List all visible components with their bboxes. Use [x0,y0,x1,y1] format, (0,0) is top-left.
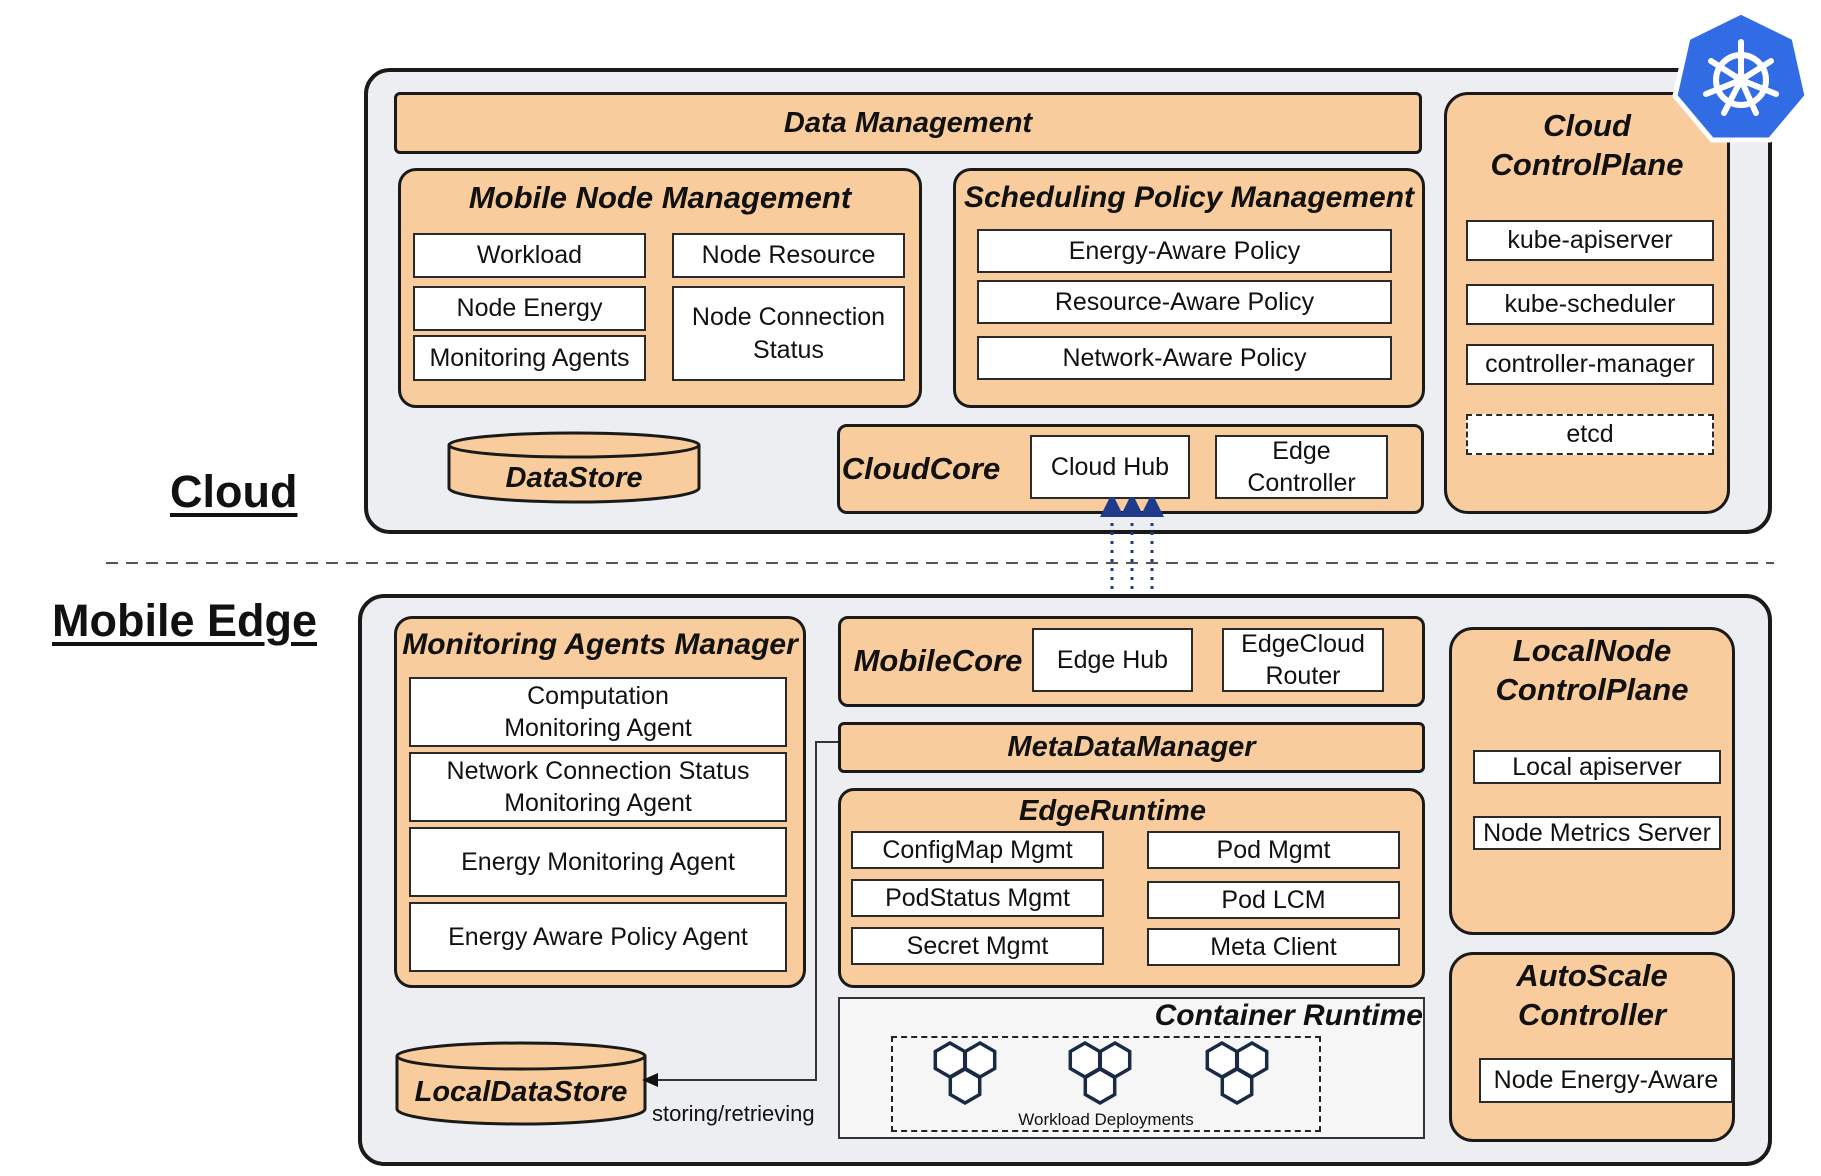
mobilecore-title: MobileCore [853,642,1023,678]
datastore-label: DataStore [505,461,643,494]
scheduling-policy-management-title: Scheduling Policy Management [963,181,1415,214]
mobile-node-management-title: Mobile Node Management [468,180,852,215]
node-energy-aware-item: Node Energy-Aware [1479,1058,1733,1103]
controller-manager-item: controller-manager [1466,344,1714,385]
monitoring-agents-item: Monitoring Agents [413,335,646,381]
hexagon-cluster-icon [933,1041,997,1105]
hexagon-cluster-icon [1205,1041,1269,1105]
localdatastore-cylinder [395,1041,647,1126]
metadata-manager-label: MetaDataManager [1007,731,1256,764]
cloud-layer-label: Cloud [170,466,298,517]
storing-retrieving-connector [642,741,838,1087]
node-connection-status-item: Node Connection Status [672,286,905,381]
layer-separator [106,562,1774,564]
podstatus-mgmt-item: PodStatus Mgmt [851,879,1104,917]
resource-aware-policy-item: Resource-Aware Policy [977,280,1392,324]
datastore-cylinder [447,431,701,504]
computation-monitoring-agent-item: Computation Monitoring Agent [409,677,787,747]
meta-client-item: Meta Client [1147,928,1400,966]
kubernetes-logo-icon [1672,9,1810,143]
metadata-manager-box: MetaDataManager [838,722,1425,773]
pod-mgmt-item: Pod Mgmt [1147,831,1400,869]
autoscale-controller: AutoScale Controller [1449,952,1735,1142]
node-resource-item: Node Resource [672,233,905,278]
kube-scheduler-item: kube-scheduler [1466,284,1714,325]
local-apiserver-item: Local apiserver [1473,750,1721,784]
autoscale-controller-title: AutoScale Controller [1516,958,1668,1032]
pod-lcm-item: Pod LCM [1147,881,1400,919]
energy-aware-policy-agent-item: Energy Aware Policy Agent [409,902,787,972]
storing-retrieving-label: storing/retrieving [652,1101,815,1126]
configmap-mgmt-item: ConfigMap Mgmt [851,831,1104,869]
data-management-label: Data Management [783,106,1033,139]
edgecloud-router-item: EdgeCloud Router [1222,628,1384,692]
kube-apiserver-item: kube-apiserver [1466,220,1714,261]
workload-item: Workload [413,233,646,278]
secret-mgmt-item: Secret Mgmt [851,927,1104,965]
edge-layer-label: Mobile Edge [52,595,318,646]
hexagon-cluster-icon [1068,1041,1132,1105]
data-management-box: Data Management [394,92,1422,154]
monitoring-agents-manager-title: Monitoring Agents Manager [402,628,798,661]
energy-aware-policy-item: Energy-Aware Policy [977,229,1392,273]
container-runtime-title: Container Runtime [1154,999,1423,1032]
edge-controller-item: Edge Controller [1215,435,1388,499]
energy-monitoring-agent-item: Energy Monitoring Agent [409,827,787,897]
network-monitoring-agent-item: Network Connection Status Monitoring Age… [409,752,787,822]
node-metrics-server-item: Node Metrics Server [1473,816,1721,850]
workload-deployments-group [891,1036,1321,1132]
edgeruntime-title: EdgeRuntime [1019,795,1206,827]
edge-hub-item: Edge Hub [1032,628,1193,692]
workload-deployments-icons [933,1041,1269,1105]
localdatastore-label: LocalDataStore [414,1075,628,1108]
localnode-controlplane-title: LocalNode ControlPlane [1495,633,1689,707]
etcd-item: etcd [1466,414,1714,455]
workload-deployments-label: Workload Deployments [1018,1110,1194,1129]
cloud-hub-item: Cloud Hub [1030,435,1190,499]
cloud-controlplane-title: Cloud ControlPlane [1490,108,1684,182]
cloudcore-title: CloudCore [841,450,1001,486]
network-aware-policy-item: Network-Aware Policy [977,336,1392,380]
node-energy-item: Node Energy [413,286,646,331]
